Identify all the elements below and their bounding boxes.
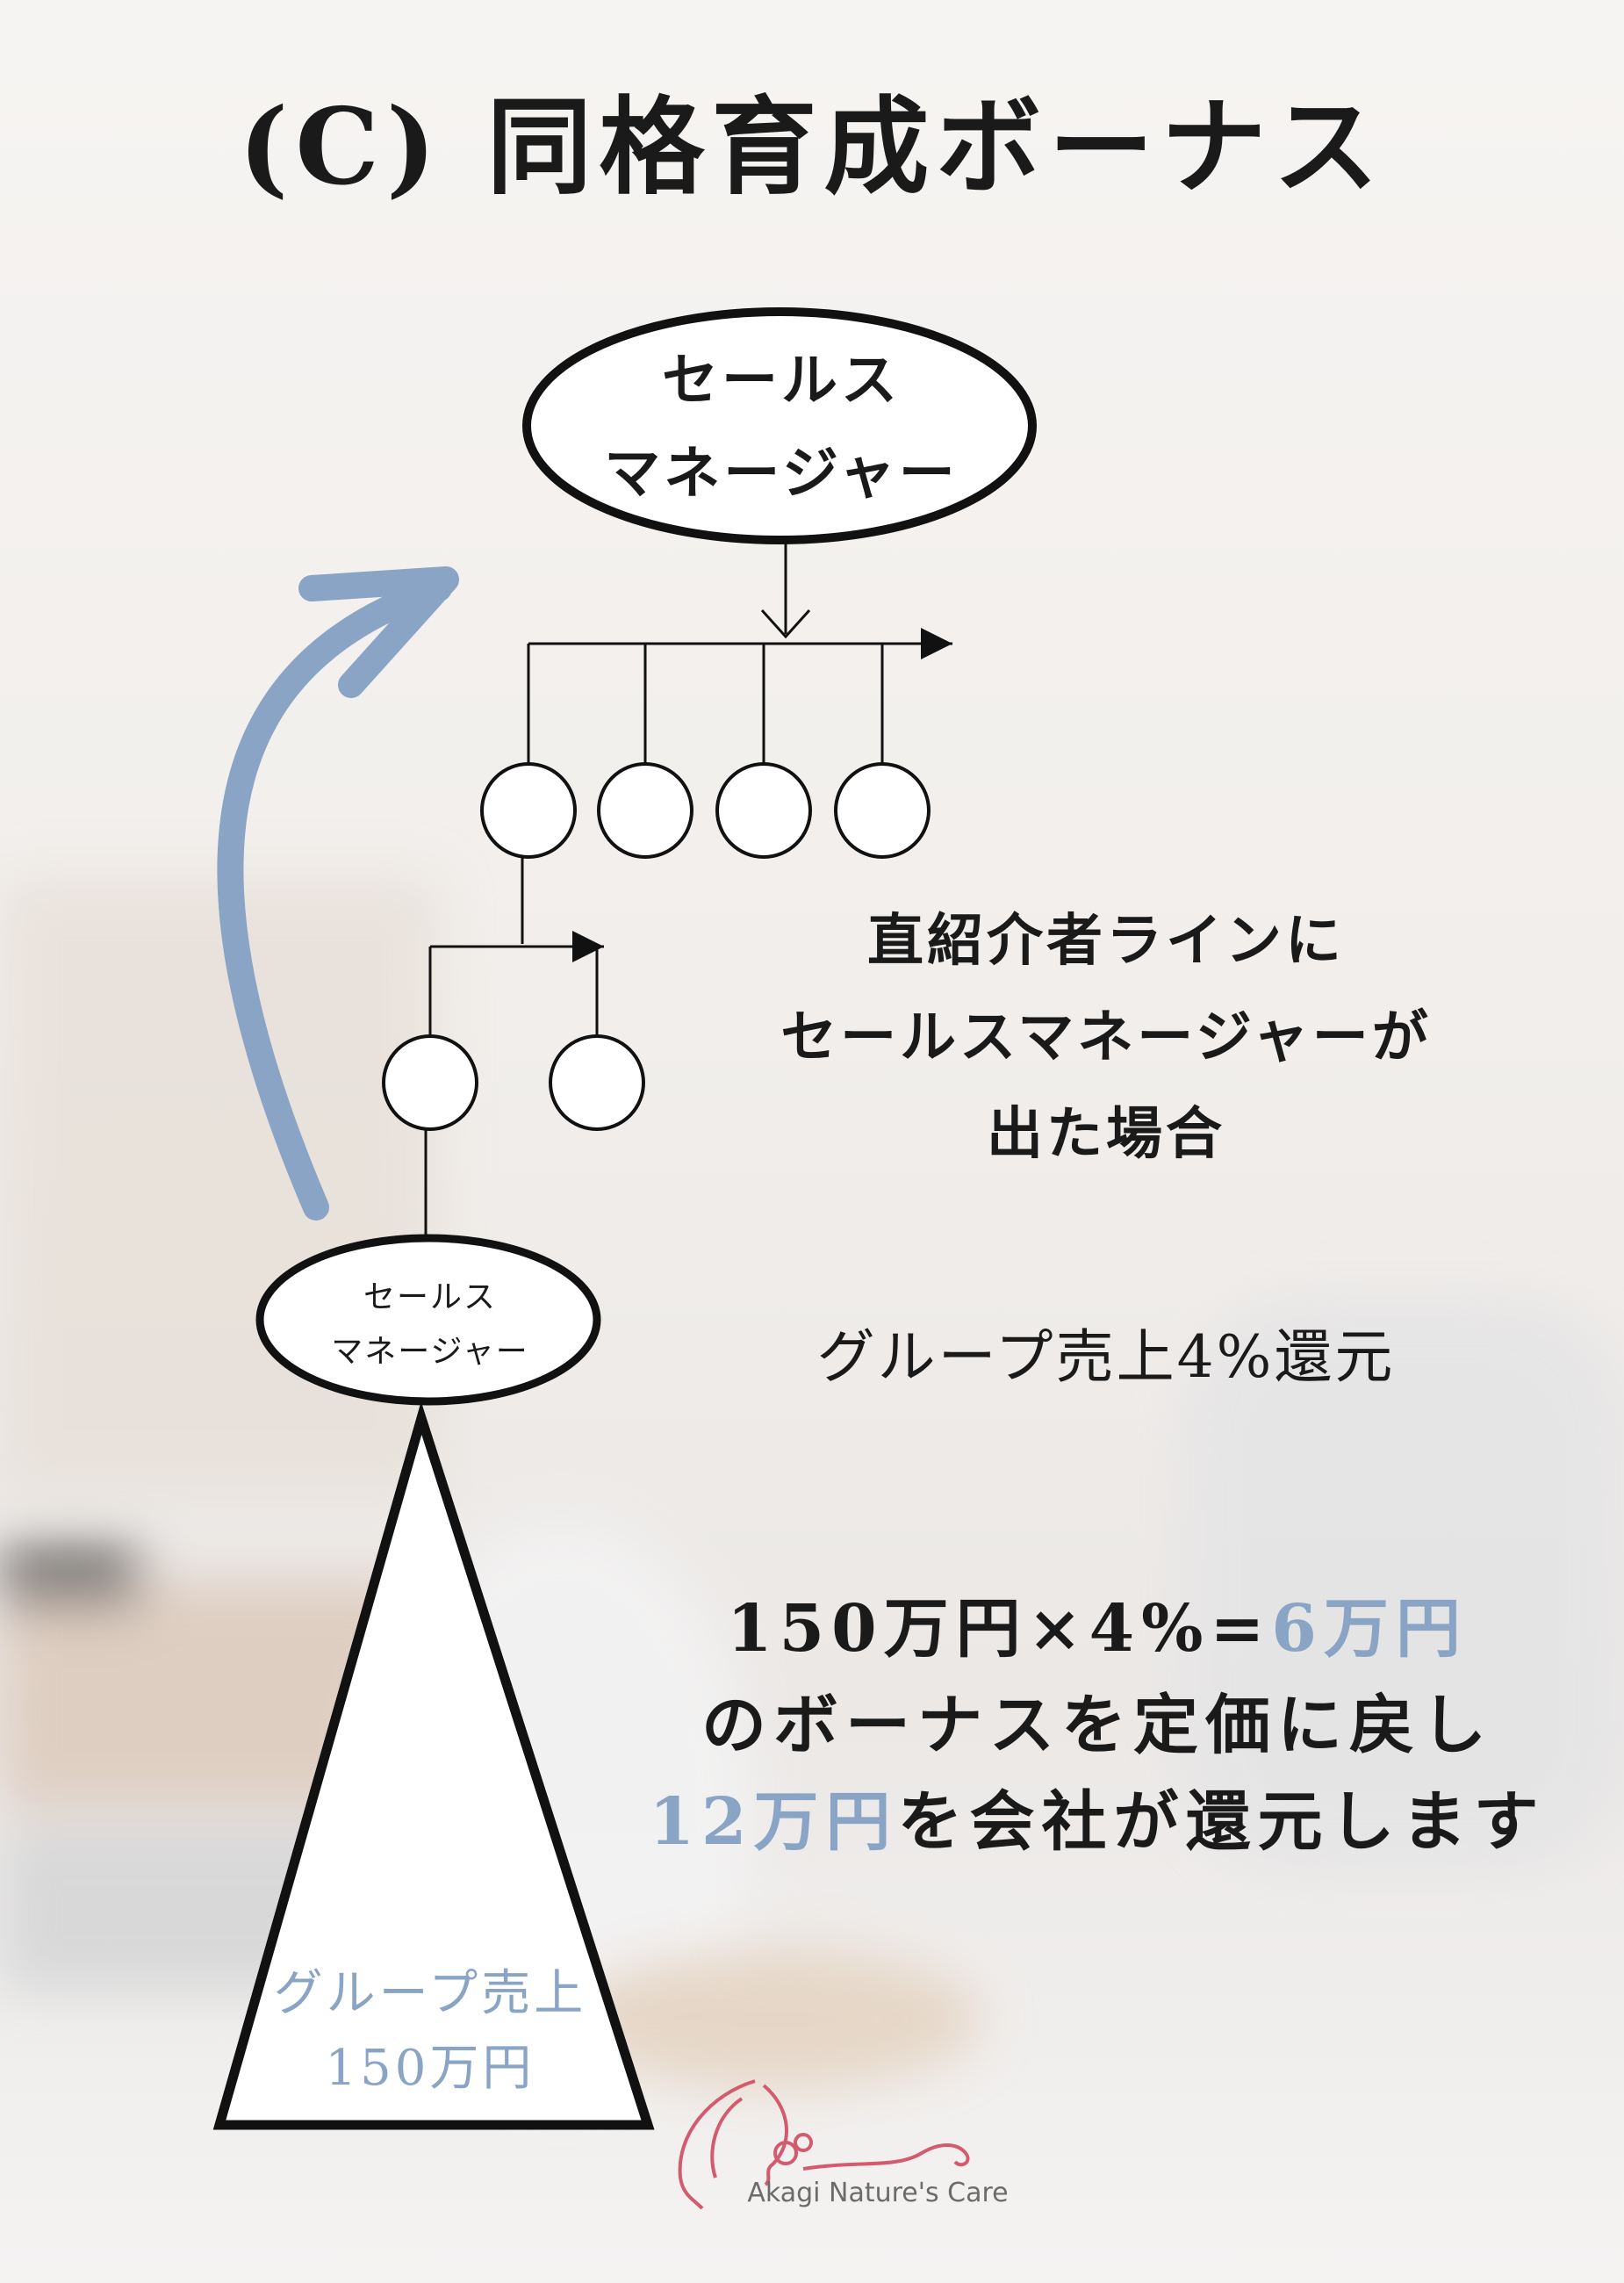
calc-line3-highlight: 12万円	[649, 1784, 898, 1860]
calc-line3: 12万円を会社が還元します	[579, 1769, 1615, 1863]
logo-text: Akagi Nature's Care	[747, 2178, 1009, 2208]
top-node-label-line2: マネージャー	[604, 441, 959, 507]
calc-line1-result: 6万円	[1271, 1591, 1468, 1667]
calc-line2: のボーナスを定価に戻し	[701, 1688, 1493, 1763]
page-title: (C) 同格育成ボーナス	[238, 85, 1386, 209]
rate-label: グループ売上4%還元	[816, 1323, 1396, 1391]
calc-line1: 150万円×4%=6万円	[579, 1576, 1615, 1670]
bottom-sales-manager-node	[255, 1234, 601, 1406]
calc-line1-prefix: 150万円×4%=	[727, 1591, 1272, 1667]
triangle-label-line2: 150万円	[325, 2040, 535, 2097]
member-circle	[549, 1034, 645, 1131]
condition-line3: 出た場合	[987, 1101, 1225, 1167]
calc-line3-suffix: を会社が還元します	[897, 1784, 1546, 1860]
condition-line1: 直紹介者ラインに	[867, 908, 1345, 974]
top-node-label-line1: セールス	[662, 348, 901, 414]
member-circle	[834, 762, 931, 859]
down-arrowhead-icon	[760, 609, 811, 639]
top-sales-manager-node	[522, 307, 1037, 544]
member-circle	[597, 762, 693, 859]
member-circle	[382, 1034, 478, 1131]
member-circle	[715, 762, 812, 859]
group-sales-triangle	[212, 1401, 655, 2130]
condition-line2: セールスマネージャーが	[780, 1005, 1432, 1070]
member-circle	[480, 762, 577, 859]
bottom-node-label-line1: セールス	[363, 1279, 497, 1315]
bottom-node-label-line2: マネージャー	[331, 1334, 529, 1370]
face-silhouette-logo-icon	[678, 2079, 970, 2210]
curved-up-arrow-icon	[217, 566, 459, 1221]
triangle-label-line1: グループ売上	[273, 1965, 587, 2022]
